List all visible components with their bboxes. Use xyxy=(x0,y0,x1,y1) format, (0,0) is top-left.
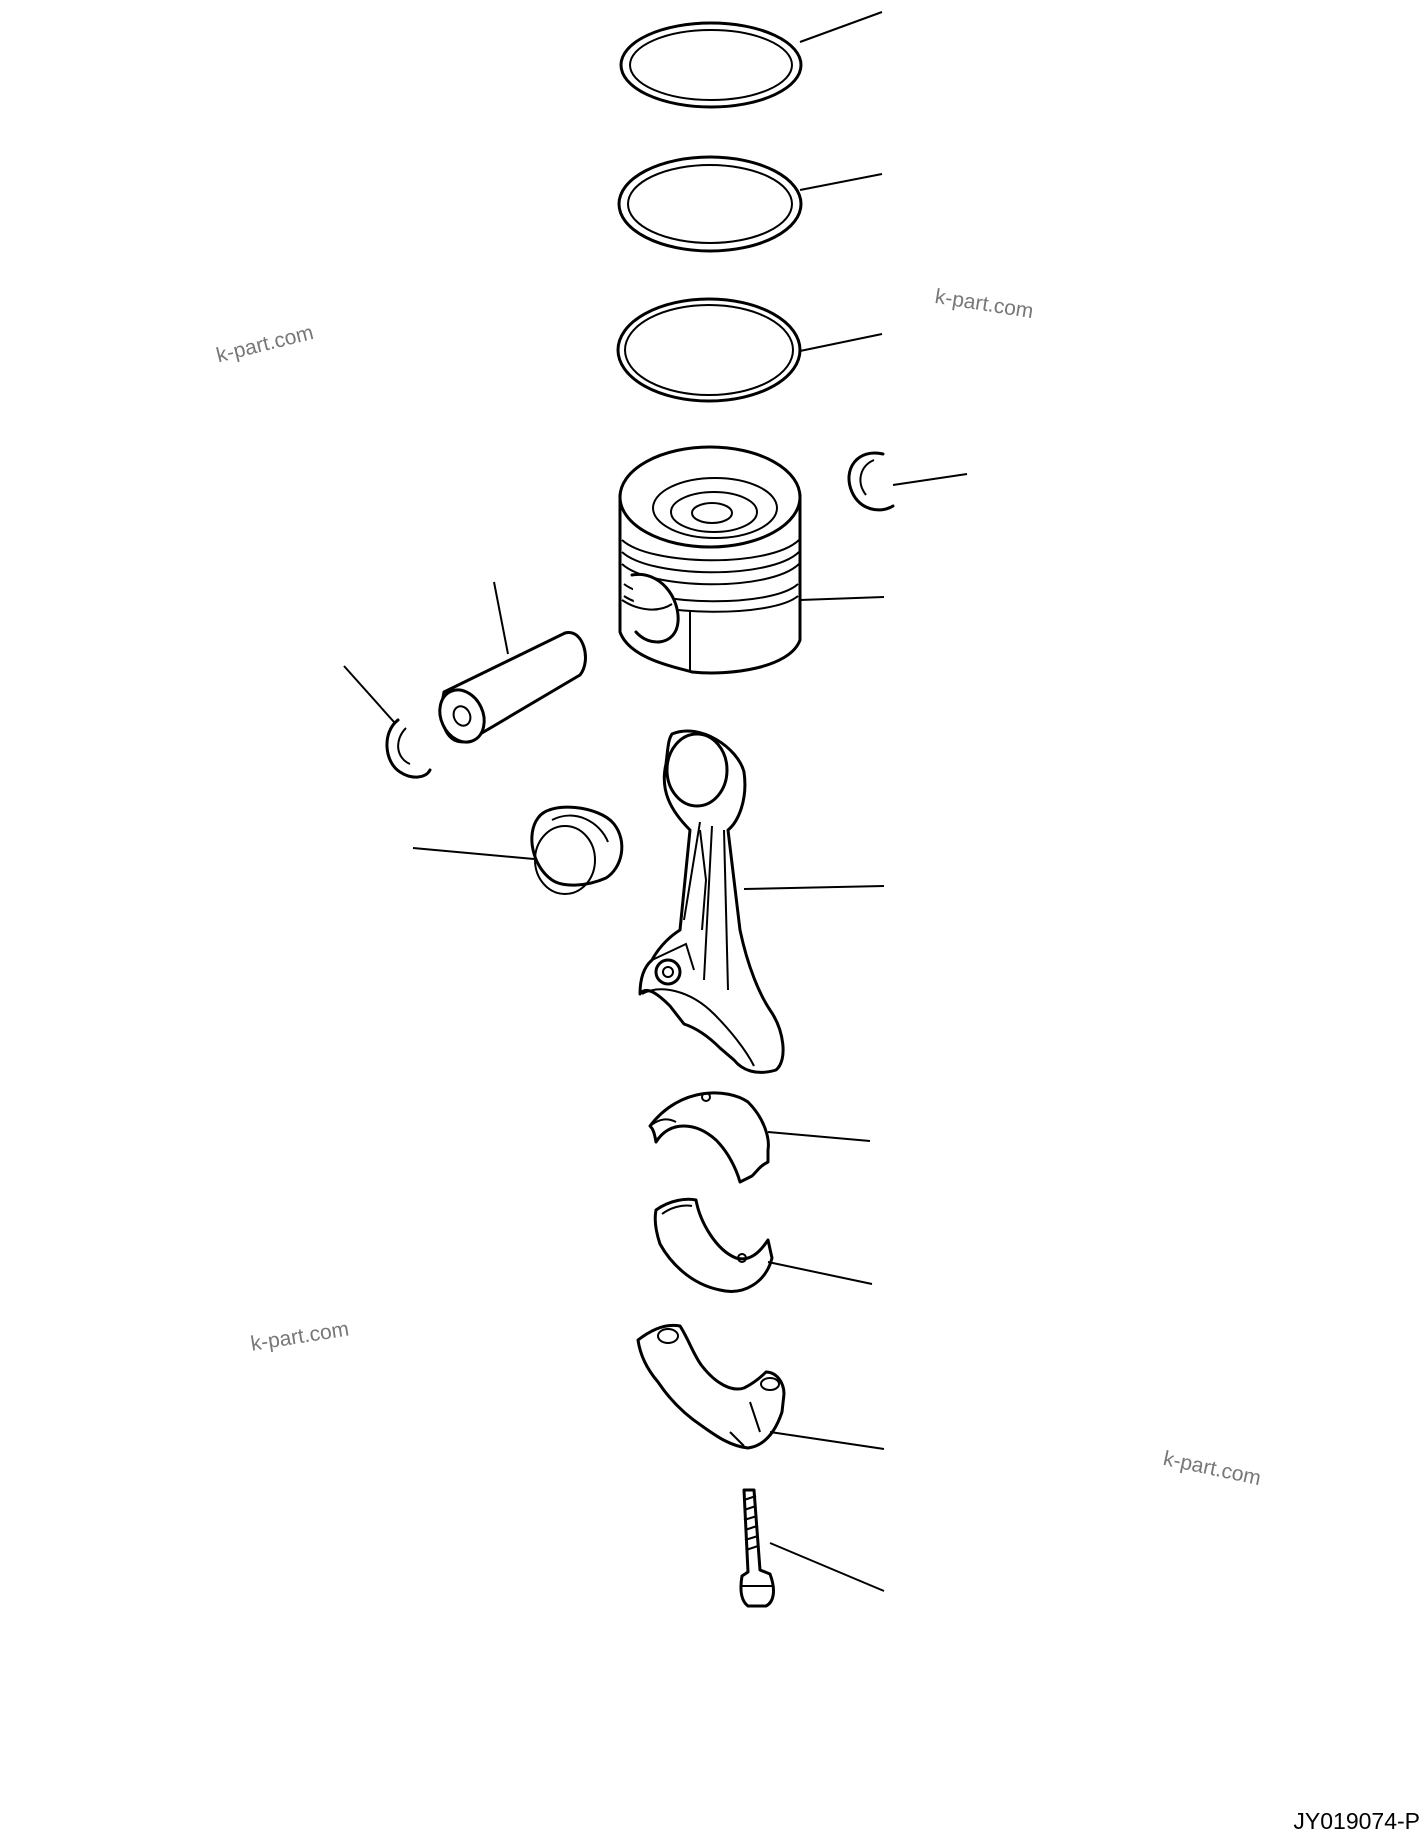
small-end-bushing xyxy=(530,805,624,895)
upper-bearing-shell xyxy=(648,1091,770,1184)
leader-line-snap-ring-left xyxy=(343,665,395,723)
piston-pin xyxy=(438,631,587,744)
snap-ring-left xyxy=(385,718,432,779)
top-compression-ring xyxy=(619,21,803,109)
leader-line-rod-cap xyxy=(769,1431,885,1450)
leader-line-upper-bearing xyxy=(767,1131,871,1142)
connecting-rod xyxy=(638,729,785,1074)
connecting-rod-cap xyxy=(636,1323,786,1450)
piston xyxy=(618,445,802,675)
snap-ring-right xyxy=(847,451,895,512)
leader-line-piston xyxy=(799,596,885,601)
connecting-rod-bolt xyxy=(739,1488,775,1608)
leader-line-piston-pin xyxy=(493,581,509,655)
leader-line-snap-ring-right xyxy=(892,473,968,486)
lower-bearing-shell xyxy=(653,1197,774,1293)
leader-line-ring-1 xyxy=(799,11,883,43)
leader-line-connecting-rod xyxy=(743,885,885,890)
leader-line-bolt xyxy=(769,1542,885,1592)
drawing-code: JY019074-P xyxy=(1293,1808,1420,1834)
leader-line-ring-2 xyxy=(799,173,883,191)
oil-ring xyxy=(616,297,802,403)
leader-line-bushing xyxy=(412,847,535,860)
second-compression-ring xyxy=(617,155,803,253)
leader-line-oil-ring xyxy=(799,333,883,352)
leader-line-lower-bearing xyxy=(767,1261,873,1285)
